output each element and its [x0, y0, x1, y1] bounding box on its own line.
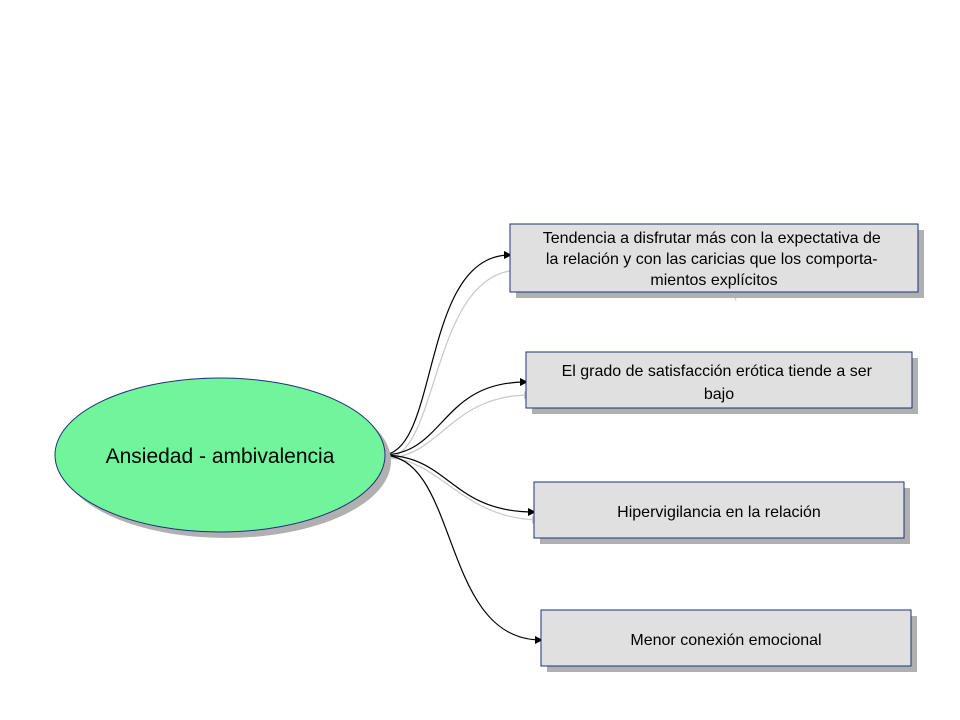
branch-1-line-3: mientos explícitos	[650, 272, 777, 289]
branch-3-line-1: Hipervigilancia en la relación	[617, 504, 821, 521]
connector-4	[381, 454, 543, 644]
svg-text:Tendencia a disfrutar más con: Tendencia a disfrutar más con la expecta…	[543, 230, 885, 289]
ghost-connectors	[385, 266, 540, 524]
branch-1-line-1: Tendencia a disfrutar más con la expecta…	[543, 230, 881, 247]
connector-3	[381, 454, 536, 516]
svg-text:El grado de satisfacción eróti: El grado de satisfacción erótica tiende …	[562, 363, 877, 403]
connector-2	[381, 378, 528, 456]
branch-2-line-2: bajo	[704, 386, 734, 403]
svg-text:Hipervigilancia en la relación: Hipervigilancia en la relación	[617, 504, 821, 521]
branch-1-line-2: la relación y con las caricias que los c…	[546, 251, 878, 268]
branch-box-2: El grado de satisfacción erótica tiende …	[525, 351, 918, 414]
branch-box-3: Hipervigilancia en la relación	[533, 481, 910, 544]
svg-text:Menor conexión emocional: Menor conexión emocional	[630, 632, 821, 649]
branch-4-line-1: Menor conexión emocional	[630, 632, 821, 649]
branch-box-4: Menor conexión emocional	[540, 609, 917, 672]
branch-2-line-1: El grado de satisfacción erótica tiende …	[562, 363, 873, 380]
branch-box-1: Tendencia a disfrutar más con la expecta…	[509, 223, 924, 298]
connectors	[381, 251, 543, 644]
connector-1	[381, 251, 512, 456]
center-label: Ansiedad - ambivalencia	[106, 445, 335, 468]
center-node: Ansiedad - ambivalencia	[54, 377, 391, 538]
